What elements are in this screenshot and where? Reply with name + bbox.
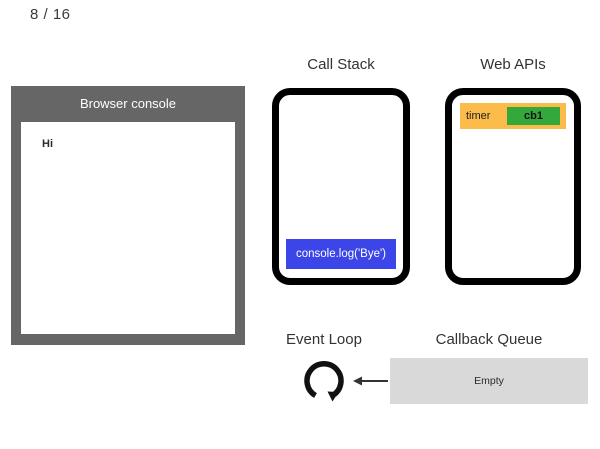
- web-api-task-callback: cb1: [507, 107, 560, 125]
- slide-counter: 8 / 16: [30, 6, 71, 23]
- browser-console-output: Hi: [21, 122, 235, 334]
- circular-arrow-icon: [301, 358, 347, 404]
- arrow-left-icon: [352, 370, 388, 392]
- callback-queue-heading: Callback Queue: [435, 331, 543, 348]
- event-loop-heading: Event Loop: [286, 331, 362, 348]
- web-api-task-label: timer: [466, 110, 491, 122]
- browser-console-title: Browser console: [79, 96, 177, 111]
- call-stack-frame: console.log('Bye'): [286, 239, 396, 269]
- web-apis-panel: timer cb1: [445, 88, 581, 285]
- call-stack-heading: Call Stack: [307, 56, 375, 73]
- callback-queue-content: Empty: [474, 375, 504, 387]
- browser-console-panel: Browser console Hi: [11, 86, 245, 345]
- console-log-line: Hi: [42, 138, 53, 150]
- web-apis-heading: Web APIs: [480, 56, 546, 73]
- call-stack-panel: console.log('Bye'): [272, 88, 410, 285]
- web-api-task: timer cb1: [460, 103, 566, 129]
- callback-queue-panel: Empty: [390, 358, 588, 404]
